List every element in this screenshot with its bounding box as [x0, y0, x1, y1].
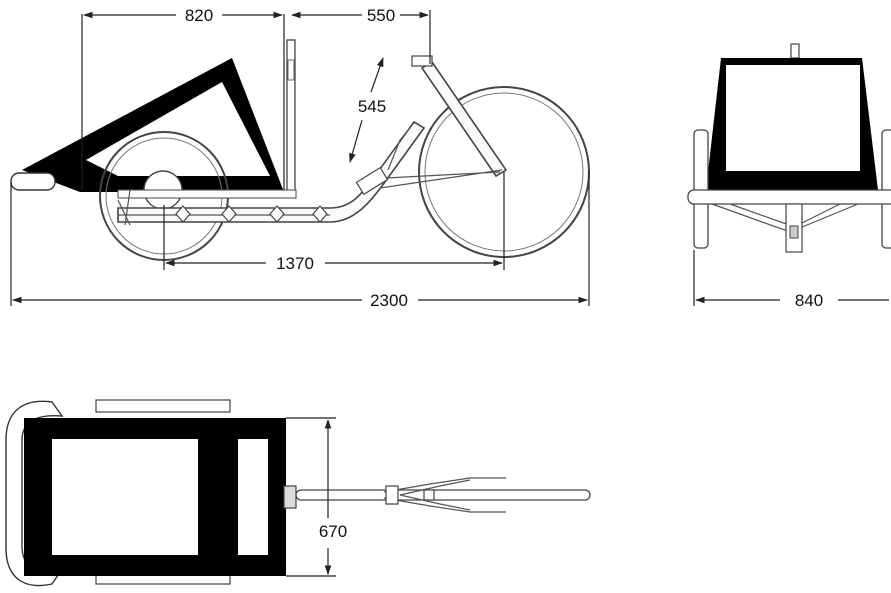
top-dimensions: 670	[286, 417, 347, 577]
handlebar-top	[411, 55, 433, 67]
dim-total-width: 840	[795, 291, 823, 310]
top-view	[5, 399, 591, 587]
handlebar-top-view	[383, 477, 506, 513]
canopy-front-window	[726, 65, 860, 171]
frame-tube-top	[295, 489, 591, 501]
canopy-side-window	[86, 82, 270, 176]
cargo-box-bench	[238, 439, 268, 555]
main-frame-tube	[117, 120, 426, 223]
frame-joints	[175, 205, 328, 223]
front-axle-bar	[687, 189, 891, 205]
front-bumper-side	[10, 172, 56, 191]
dim-canopy-length: 820	[185, 6, 213, 25]
dim-handlebar-reach: 550	[367, 6, 395, 25]
side-dimensions: 820 550 545 1370 2300	[10, 6, 590, 310]
dim-box-width: 670	[319, 522, 347, 541]
front-view	[687, 43, 891, 253]
dim-total-length: 2300	[370, 291, 408, 310]
dim-wheelbase: 1370	[276, 254, 314, 273]
side-view	[10, 39, 590, 261]
dim-fork-rise: 545	[358, 97, 386, 116]
cargo-box-window	[52, 439, 198, 555]
front-dimensions: 840	[693, 250, 889, 310]
seat-post	[420, 60, 508, 178]
